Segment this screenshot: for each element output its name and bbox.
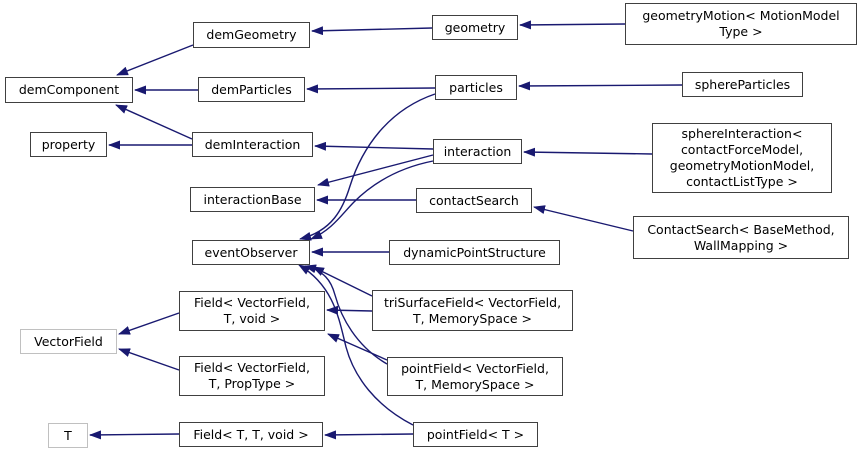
edge-sphereinteraction-to-interaction [523,147,653,157]
node-deminteraction[interactable]: demInteraction [192,132,313,157]
edge-fieldvfvoid-to-vectorfield [118,312,180,335]
node-demparticles[interactable]: demParticles [198,77,305,102]
edge-pointfieldt-to-eventobserver [298,264,414,426]
node-demcomponent[interactable]: demComponent [5,77,133,103]
edge-pointfieldt-to-fieldttvoid [324,430,414,440]
node-interaction[interactable]: interaction [433,139,522,164]
node-demgeometry[interactable]: demGeometry [193,22,310,48]
node-fieldvfproptype[interactable]: Field< VectorField, T, PropType > [179,356,325,396]
edge-interaction-to-deminteraction [314,141,434,151]
node-pointfieldvf[interactable]: pointField< VectorField, T, MemorySpace … [387,357,563,396]
node-interactionbase[interactable]: interactionBase [190,187,315,212]
edge-particles-to-eventobserver [299,93,436,241]
edge-pointfieldvf-to-fieldvfvoid [327,333,388,361]
node-pointfieldt[interactable]: pointField< T > [413,422,538,447]
edge-pointfieldvf-to-eventobserver [304,264,388,365]
edge-trisurfacefield-to-eventobserver [312,266,373,297]
edge-interaction-to-interactionbase [317,154,434,187]
node-geometry[interactable]: geometry [432,15,518,40]
edge-geometrymotion-to-geometry [519,20,626,30]
edge-trisurfacefield-to-fieldvfvoid [326,305,373,315]
node-fieldvfvoid[interactable]: Field< VectorField, T, void > [179,291,325,331]
edge-demgeometry-to-demcomponent [116,44,194,76]
node-t: T [48,423,88,448]
node-sphereinteraction[interactable]: sphereInteraction< contactForceModel, ge… [652,123,832,193]
edge-sphereparticles-to-particles [518,81,683,91]
edge-contactsearchbm-to-contactsearch [533,205,634,232]
node-trisurfacefield[interactable]: triSurfaceField< VectorField, T, MemoryS… [372,290,573,331]
node-contactsearch[interactable]: contactSearch [416,188,532,213]
edge-fieldvfproptype-to-vectorfield [118,348,180,371]
edge-fieldttvoid-to-t [89,430,180,440]
node-contactsearchbm[interactable]: ContactSearch< BaseMethod, WallMapping > [633,216,849,259]
edge-particles-to-demparticles [306,84,436,94]
node-dynamicpointstructure[interactable]: dynamicPointStructure [389,240,560,265]
node-vectorfield: VectorField [20,329,117,354]
node-fieldttvoid[interactable]: Field< T, T, void > [179,422,323,447]
edge-interaction-to-eventobserver [310,160,434,240]
node-sphereparticles[interactable]: sphereParticles [682,72,803,97]
edge-geometry-to-demgeometry [311,26,433,36]
node-geometrymotion[interactable]: geometryMotion< MotionModel Type > [625,3,857,45]
node-eventobserver[interactable]: eventObserver [192,240,310,265]
node-particles[interactable]: particles [435,75,517,100]
edge-deminteraction-to-demcomponent [115,104,193,140]
node-property[interactable]: property [30,132,107,157]
